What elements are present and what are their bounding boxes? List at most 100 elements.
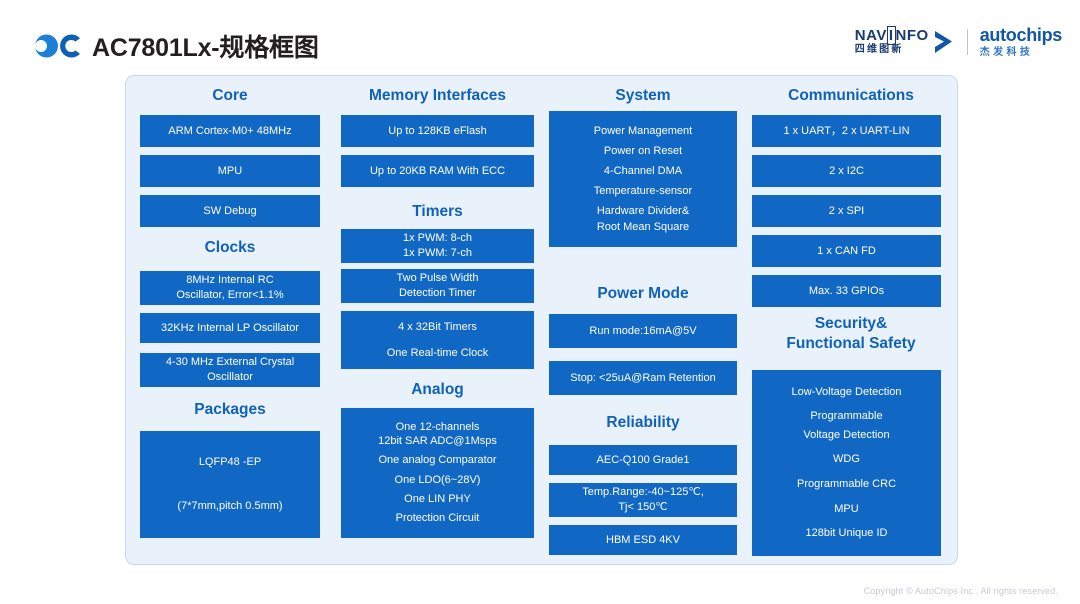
autochips-logo: autochips 杰发科技 (979, 24, 1063, 59)
feature-text: Tj< 150℃ (618, 501, 668, 513)
group-title: Analog (411, 381, 464, 398)
feature-text: Programmable CRC (796, 478, 897, 491)
feature-block: Stop: <25uA@Ram Retention (549, 361, 737, 395)
feature-block: ARM Cortex-M0+ 48MHz (140, 115, 320, 147)
group-title: Power Mode (597, 285, 689, 302)
chevron-right-icon (933, 29, 955, 55)
feature-text: Temperature-sensor (593, 184, 693, 197)
feature-text: One Real-time Clock (386, 346, 489, 359)
diagram-column-communications: Communications 1 x UART，2 x UART-LIN 2 x I… (745, 76, 957, 564)
feature-text: Protection Circuit (395, 511, 480, 524)
feature-text: One 12-channels (395, 421, 480, 434)
feature-text: 1 x CAN FD (817, 244, 876, 257)
feature-text: Power Management (593, 124, 693, 137)
group-title: Security&Functional Safety (745, 314, 957, 354)
page-title: AC7801Lx-规格框图 (92, 34, 319, 62)
feature-text: 4-Channel DMA (603, 164, 683, 177)
feature-text: Run mode:16mA@5V (589, 324, 697, 337)
feature-block: LQFP48 -EP(7*7mm,pitch 0.5mm) (140, 431, 320, 538)
feature-text: 2 x I2C (829, 164, 864, 177)
navinfo-cn-text: 四维图新 (854, 44, 904, 55)
feature-block: Up to 128KB eFlash (341, 115, 534, 147)
feature-text: AEC-Q100 Grade1 (596, 453, 690, 466)
copyright-text: Copyright © AutoChips Inc . All rights r… (863, 586, 1058, 596)
feature-text: Voltage Detection (803, 428, 890, 441)
feature-text: Low-Voltage Detection (791, 385, 902, 398)
feature-text: 32KHz Internal LP Oscillator (161, 321, 299, 334)
feature-text: WDG (833, 453, 860, 466)
feature-text: 2 x SPI (828, 204, 865, 217)
feature-text: 1x PWM: 7-ch (402, 247, 473, 259)
feature-block: SW Debug (140, 195, 320, 227)
feature-block: 32KHz Internal LP Oscillator (140, 313, 320, 343)
feature-block: 1 x CAN FD (752, 235, 941, 267)
feature-text: 128bit Unique ID (805, 527, 888, 540)
feature-text: ARM Cortex-M0+ 48MHz (168, 124, 292, 137)
group-title-line: Functional Safety (786, 335, 916, 352)
feature-text: 8MHz Internal RC (186, 274, 274, 286)
feature-block: 2 x I2C (752, 155, 941, 187)
oc-logo-icon (33, 31, 83, 61)
feature-text: One analog Comparator (378, 454, 497, 467)
feature-text: Programmable (810, 410, 883, 423)
feature-text: Up to 128KB eFlash (388, 124, 487, 137)
group-title-line: Security& (814, 315, 888, 332)
feature-text: One LIN PHY (404, 492, 471, 505)
group-title: Packages (194, 401, 266, 418)
feature-text: Detection Timer (398, 287, 477, 299)
feature-text: 1x PWM: 8-ch (402, 232, 473, 244)
feature-text: Oscillator, Error<1.1% (176, 289, 284, 301)
feature-text: Root Mean Square (596, 220, 690, 233)
feature-block: 8MHz Internal RC Oscillator, Error<1.1% (140, 271, 320, 305)
feature-text: LQFP48 -EP (198, 456, 262, 469)
autochips-en-text: autochips (979, 24, 1063, 45)
group-title: Communications (788, 87, 914, 104)
feature-text: One LDO(6~28V) (394, 473, 481, 486)
feature-block: HBM ESD 4KV (549, 525, 737, 555)
feature-text: Hardware Divider& (596, 204, 690, 217)
feature-text: Power on Reset (603, 144, 683, 157)
feature-text: 12bit SAR ADC@1Msps (378, 435, 497, 448)
group-title: Clocks (204, 239, 256, 256)
feature-text: 1 x UART，2 x UART-LIN (783, 124, 910, 137)
feature-block: Max. 33 GPIOs (752, 275, 941, 307)
feature-text: MPU (217, 164, 243, 177)
feature-text: Oscillator (207, 371, 253, 383)
brand-divider (966, 29, 968, 55)
feature-text: Up to 20KB RAM With ECC (369, 164, 506, 177)
group-title: Memory Interfaces (369, 87, 506, 104)
feature-text: Temp.Range:-40~125℃, (582, 486, 704, 498)
feature-block: Run mode:16mA@5V (549, 314, 737, 348)
feature-text: HBM ESD 4KV (606, 533, 680, 546)
feature-block: 1 x UART，2 x UART-LIN (752, 115, 941, 147)
feature-block: AEC-Q100 Grade1 (549, 445, 737, 475)
feature-text: 4 x 32Bit Timers (398, 320, 477, 333)
diagram-column-memory: Memory Interfaces Up to 128KB eFlash Up to… (334, 76, 541, 564)
feature-block: Temp.Range:-40~125℃, Tj< 150℃ (549, 483, 737, 517)
feature-text: SW Debug (203, 204, 257, 217)
group-title: Core (212, 87, 248, 104)
feature-text: MPU (834, 502, 859, 515)
feature-block: 1x PWM: 8-ch 1x PWM: 7-ch (341, 229, 534, 263)
feature-block: 2 x SPI (752, 195, 941, 227)
feature-text: Max. 33 GPIOs (808, 284, 885, 297)
feature-text: 4-30 MHz External Crystal (165, 356, 295, 368)
feature-block: Up to 20KB RAM With ECC (341, 155, 534, 187)
autochips-cn-text: 杰发科技 (979, 46, 1034, 58)
feature-block: MPU (140, 155, 320, 187)
group-title: System (615, 87, 671, 104)
